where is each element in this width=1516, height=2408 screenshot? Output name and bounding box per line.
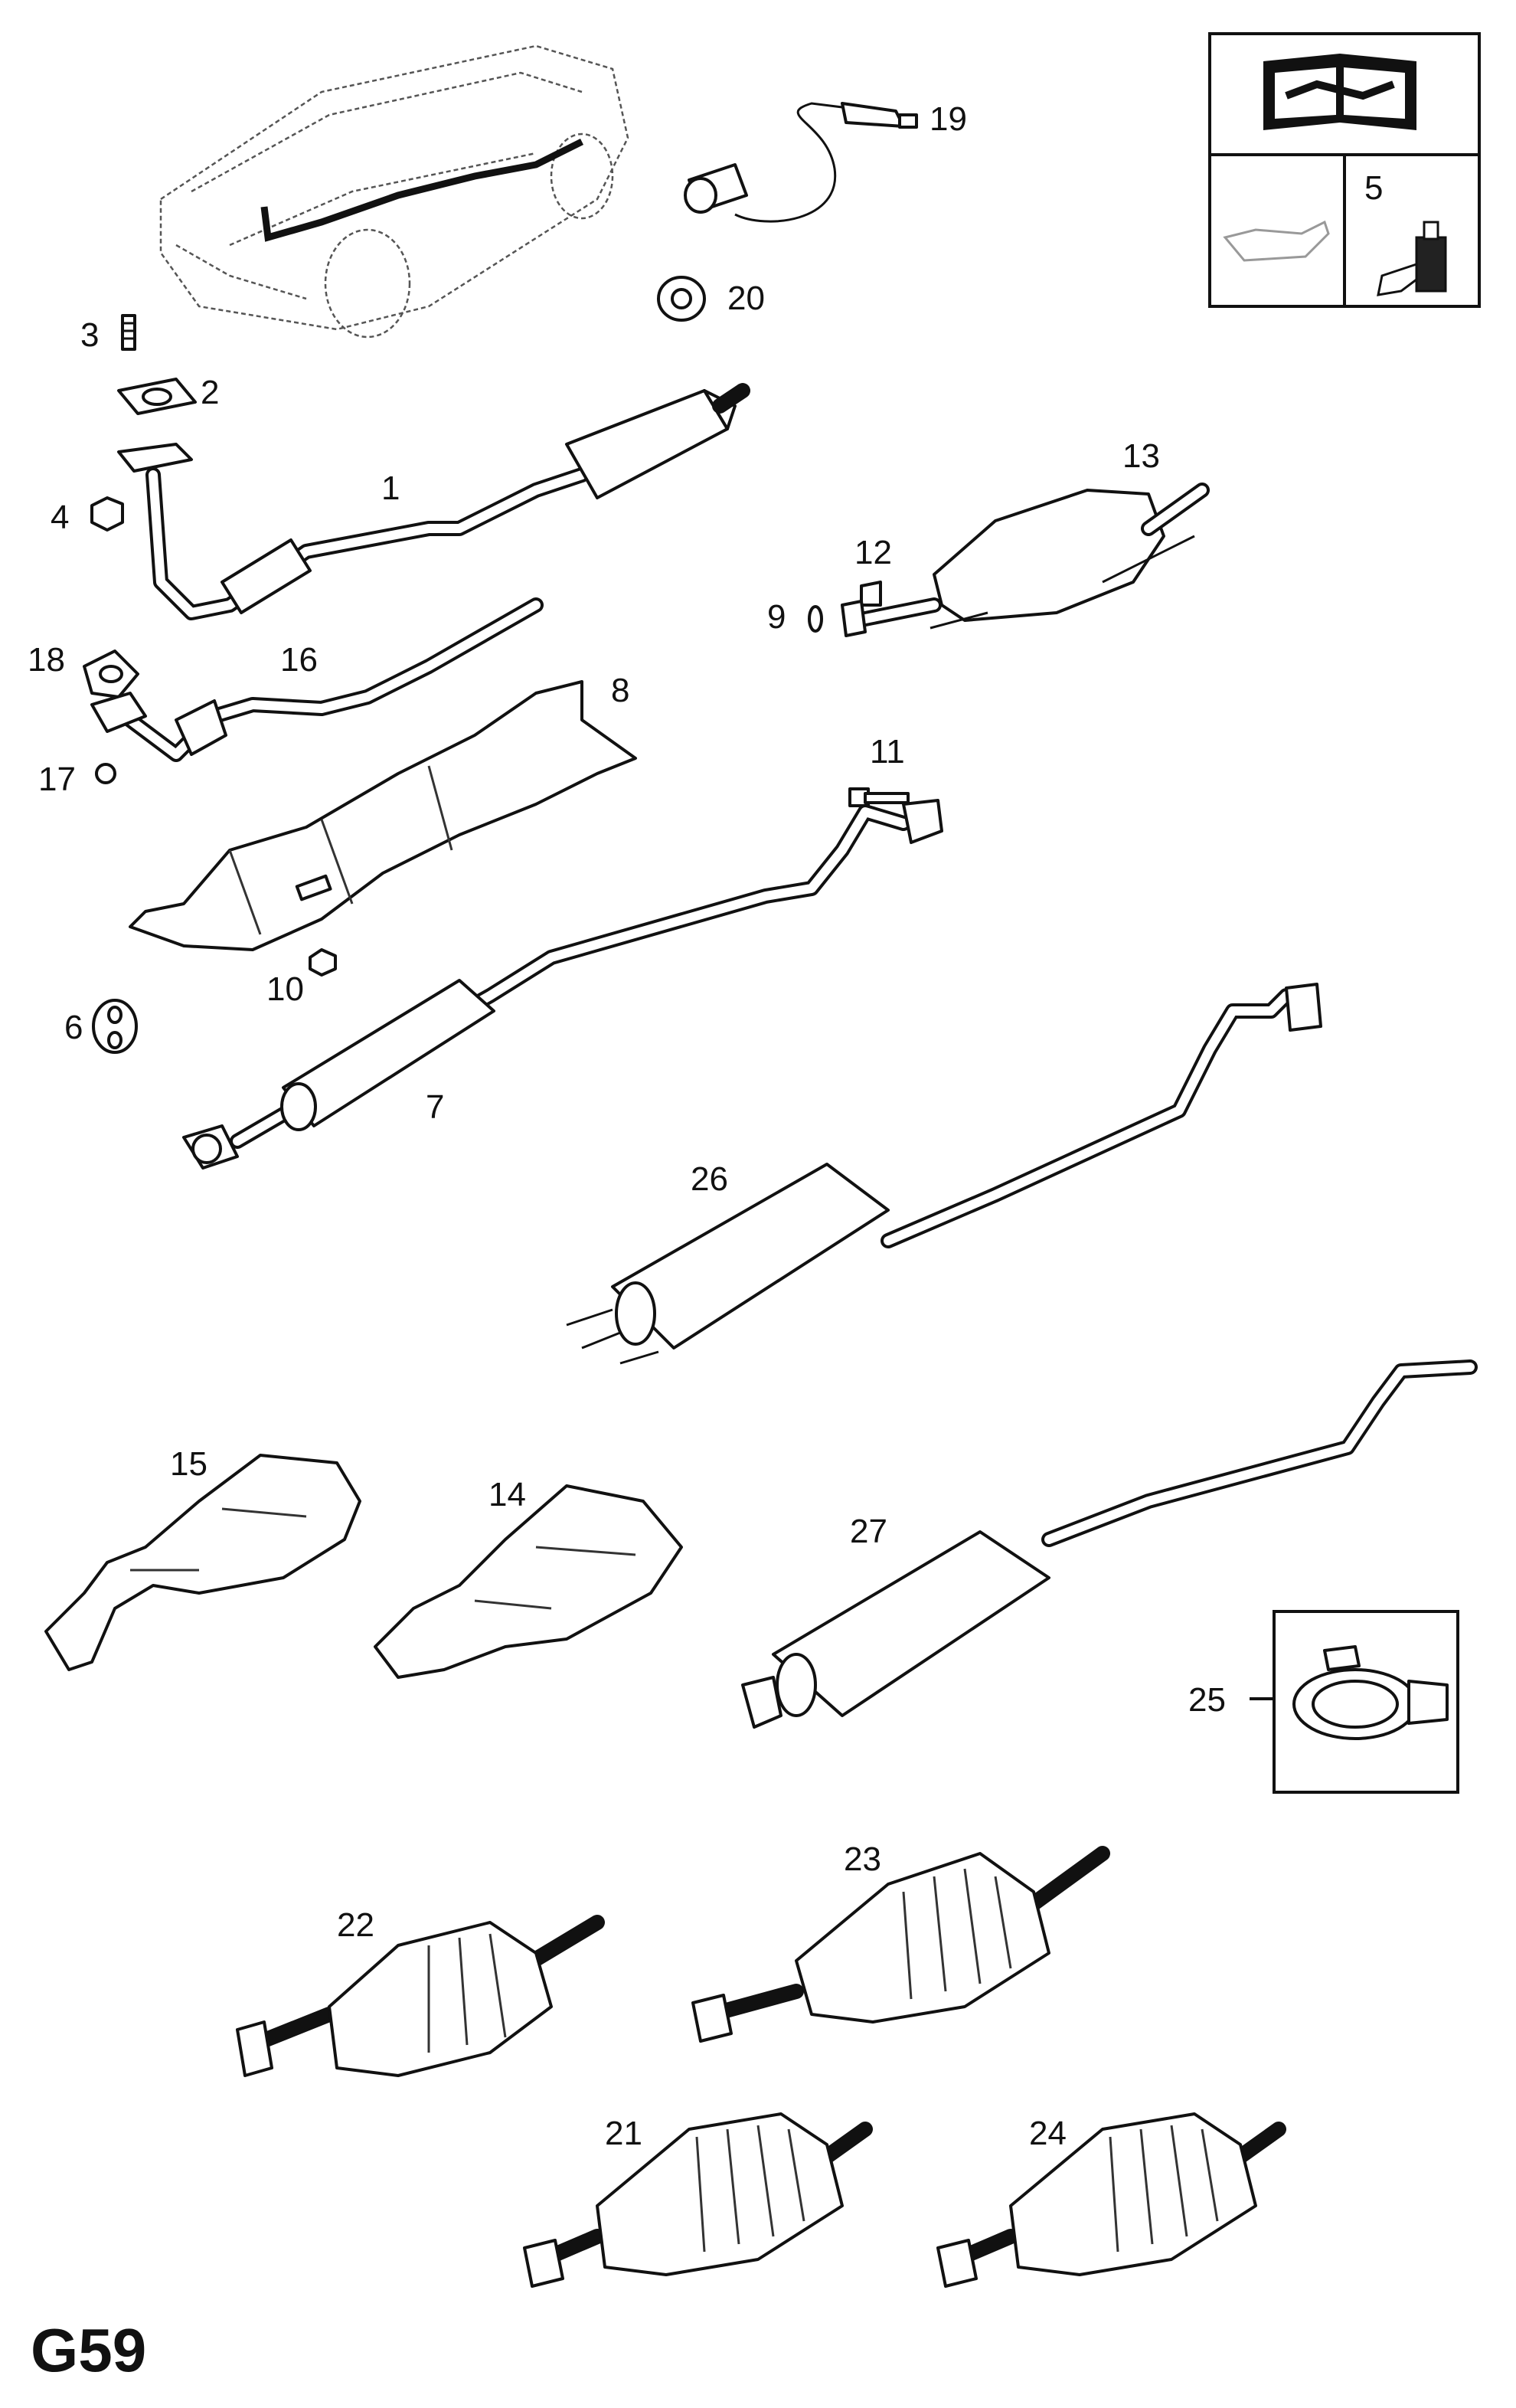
callout-21: 21 <box>605 2115 642 2152</box>
stud <box>121 314 136 351</box>
rubber-mount <box>92 999 138 1054</box>
rear-silencer-22 <box>236 1915 605 2077</box>
nut <box>90 496 124 532</box>
callout-2: 2 <box>201 374 219 411</box>
callout-12: 12 <box>854 534 892 571</box>
callout-25: 25 <box>1188 1681 1226 1719</box>
callout-labels: 3 2 4 1 18 16 8 17 19 20 13 12 9 11 10 6… <box>28 100 1226 2152</box>
vehicle-overview <box>159 44 629 339</box>
center-silencer-26 <box>566 983 1322 1365</box>
callout-16: 16 <box>280 641 318 679</box>
heat-shield <box>129 680 637 951</box>
nut-10 <box>309 948 337 977</box>
callout-20: 20 <box>727 280 765 317</box>
callout-17: 17 <box>38 761 76 798</box>
rear-silencer-24 <box>936 2112 1286 2288</box>
oil-can-icon <box>1223 220 1330 262</box>
callout-26: 26 <box>691 1160 728 1198</box>
gasket-flange <box>83 649 139 699</box>
callout-24: 24 <box>1029 2115 1067 2152</box>
oxygen-sensor <box>684 102 918 223</box>
callout-4: 4 <box>51 499 69 536</box>
front-pipe <box>90 597 544 762</box>
heat-shield-15 <box>44 1454 361 1671</box>
rear-silencer-13 <box>841 483 1210 637</box>
callout-13: 13 <box>1122 437 1160 475</box>
center-silencer-27 <box>741 1359 1478 1729</box>
rear-silencer-23 <box>691 1846 1110 2043</box>
callout-23: 23 <box>844 1840 881 1878</box>
callout-3: 3 <box>80 316 99 354</box>
callout-5: 5 <box>1364 169 1383 207</box>
seal-ring <box>808 605 823 633</box>
callout-15: 15 <box>170 1445 207 1483</box>
wrench-book-icon <box>1263 54 1416 130</box>
page-code: G59 <box>31 2316 146 2384</box>
callout-10: 10 <box>266 970 304 1008</box>
callout-27: 27 <box>850 1513 887 1550</box>
callout-22: 22 <box>337 1906 374 1944</box>
front-pipe-catalyst <box>117 383 750 620</box>
callout-8: 8 <box>611 672 629 709</box>
service-icon-panel: 5 <box>1208 32 1481 308</box>
rear-silencer-21 <box>523 2112 873 2288</box>
nut-small <box>95 763 116 784</box>
heat-shield-14 <box>374 1484 683 1679</box>
callout-7: 7 <box>426 1088 444 1126</box>
gasket <box>117 378 197 415</box>
clamp-12 <box>860 581 882 607</box>
center-silencer-7 <box>182 799 943 1170</box>
bolt <box>848 787 910 807</box>
callout-19: 19 <box>930 100 967 138</box>
callout-14: 14 <box>488 1476 526 1513</box>
clamp-box <box>1250 1610 1459 1794</box>
callout-1: 1 <box>381 469 400 507</box>
callout-11: 11 <box>870 733 905 770</box>
grommet <box>657 276 706 322</box>
sealant-bottle-icon <box>1377 221 1447 296</box>
callout-18: 18 <box>28 641 65 679</box>
callout-9: 9 <box>767 598 786 636</box>
callout-6: 6 <box>64 1009 83 1046</box>
